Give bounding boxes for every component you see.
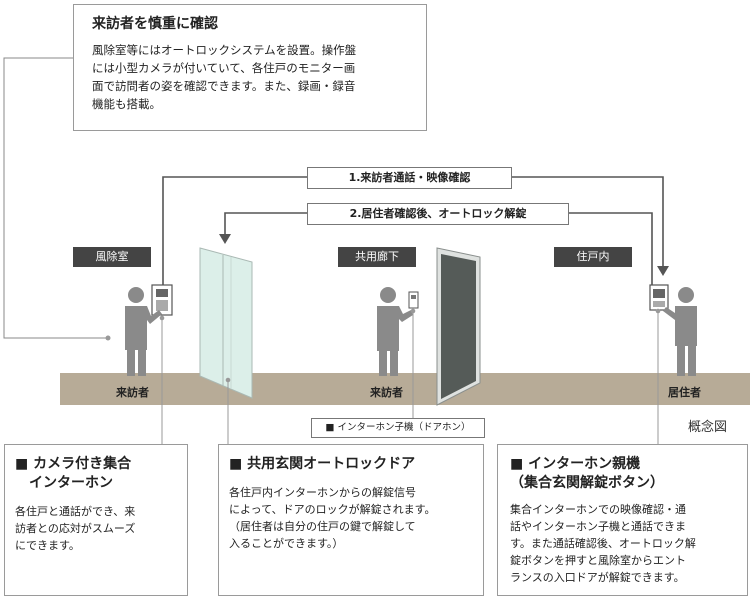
callout-autolock-door: ■ 共用玄関オートロックドア 各住戸内インターホンからの解錠信号 によって、ドア… xyxy=(218,444,484,596)
callout-master-intercom-body: 集合インターホンでの映像確認・通 話やインターホン子機と通話できま す。また通話… xyxy=(510,503,696,584)
area-tag-vestibule: 風除室 xyxy=(73,247,151,267)
callout-autolock-door-body: 各住戸内インターホンからの解錠信号 によって、ドアのロックが解錠されます。 （居… xyxy=(229,486,436,550)
diagram-caption: 概念図 xyxy=(688,420,728,435)
callout-master-intercom: ■ インターホン親機 （集合玄関解錠ボタン） 集合インターホンでの映像確認・通 … xyxy=(497,444,748,596)
flow-step-1-label: 1.来訪者通話・映像確認 xyxy=(307,167,512,189)
top-info-box: 来訪者を慎重に確認 風除室等にはオートロックシステムを設置。操作盤 には小型カメ… xyxy=(73,4,427,131)
door-phone-unit xyxy=(408,291,419,309)
area-tag-unit: 住戸内 xyxy=(554,247,632,267)
connector-line-top-info xyxy=(3,57,108,339)
label-visitor-2: 来訪者 xyxy=(370,386,403,399)
label-resident: 居住者 xyxy=(668,386,701,399)
top-info-body: 風除室等にはオートロックシステムを設置。操作盤 には小型カメラが付いていて、各住… xyxy=(92,41,414,113)
top-info-line-1: 風除室等にはオートロックシステムを設置。操作盤 xyxy=(92,43,357,57)
flow-arrow-2-head xyxy=(219,234,231,244)
label-visitor-1: 来訪者 xyxy=(116,386,149,399)
top-info-line-4: 機能も搭載。 xyxy=(92,97,161,111)
flow-arrow-1-head xyxy=(657,266,669,276)
flow-step-2-label: 2.居住者確認後、オートロック解錠 xyxy=(307,203,569,225)
top-info-title: 来訪者を慎重に確認 xyxy=(92,16,218,32)
callout-camera-intercom-body: 各住戸と通話ができ、来 訪者との応対がスムーズ にできます。 xyxy=(15,505,136,552)
callout-master-intercom-title: ■ インターホン親機 （集合玄関解錠ボタン） xyxy=(510,456,664,491)
callout-camera-intercom: ■ カメラ付き集合 インターホン 各住戸と通話ができ、来 訪者との応対がスムーズ… xyxy=(4,444,188,596)
top-info-line-2: には小型カメラが付いていて、各住戸のモニター画 xyxy=(92,61,356,75)
callout-camera-intercom-title: ■ カメラ付き集合 インターホン xyxy=(15,456,132,491)
floor-band xyxy=(60,373,750,405)
connector-dot-top-info xyxy=(105,335,111,341)
area-tag-corridor: 共用廊下 xyxy=(338,247,416,267)
callout-autolock-door-title: ■ 共用玄関オートロックドア xyxy=(229,456,416,472)
visitor-figure-2 xyxy=(377,287,413,376)
dwelling-door xyxy=(441,254,476,399)
resident-figure xyxy=(663,287,697,376)
door-phone-label: ■ インターホン子機（ドアホン） xyxy=(311,418,485,438)
top-info-line-3: 面で訪問者の姿を確認できます。また、録画・録音 xyxy=(92,79,356,93)
visitor-figure-1 xyxy=(125,287,162,376)
autolock-glass-door xyxy=(199,247,253,399)
